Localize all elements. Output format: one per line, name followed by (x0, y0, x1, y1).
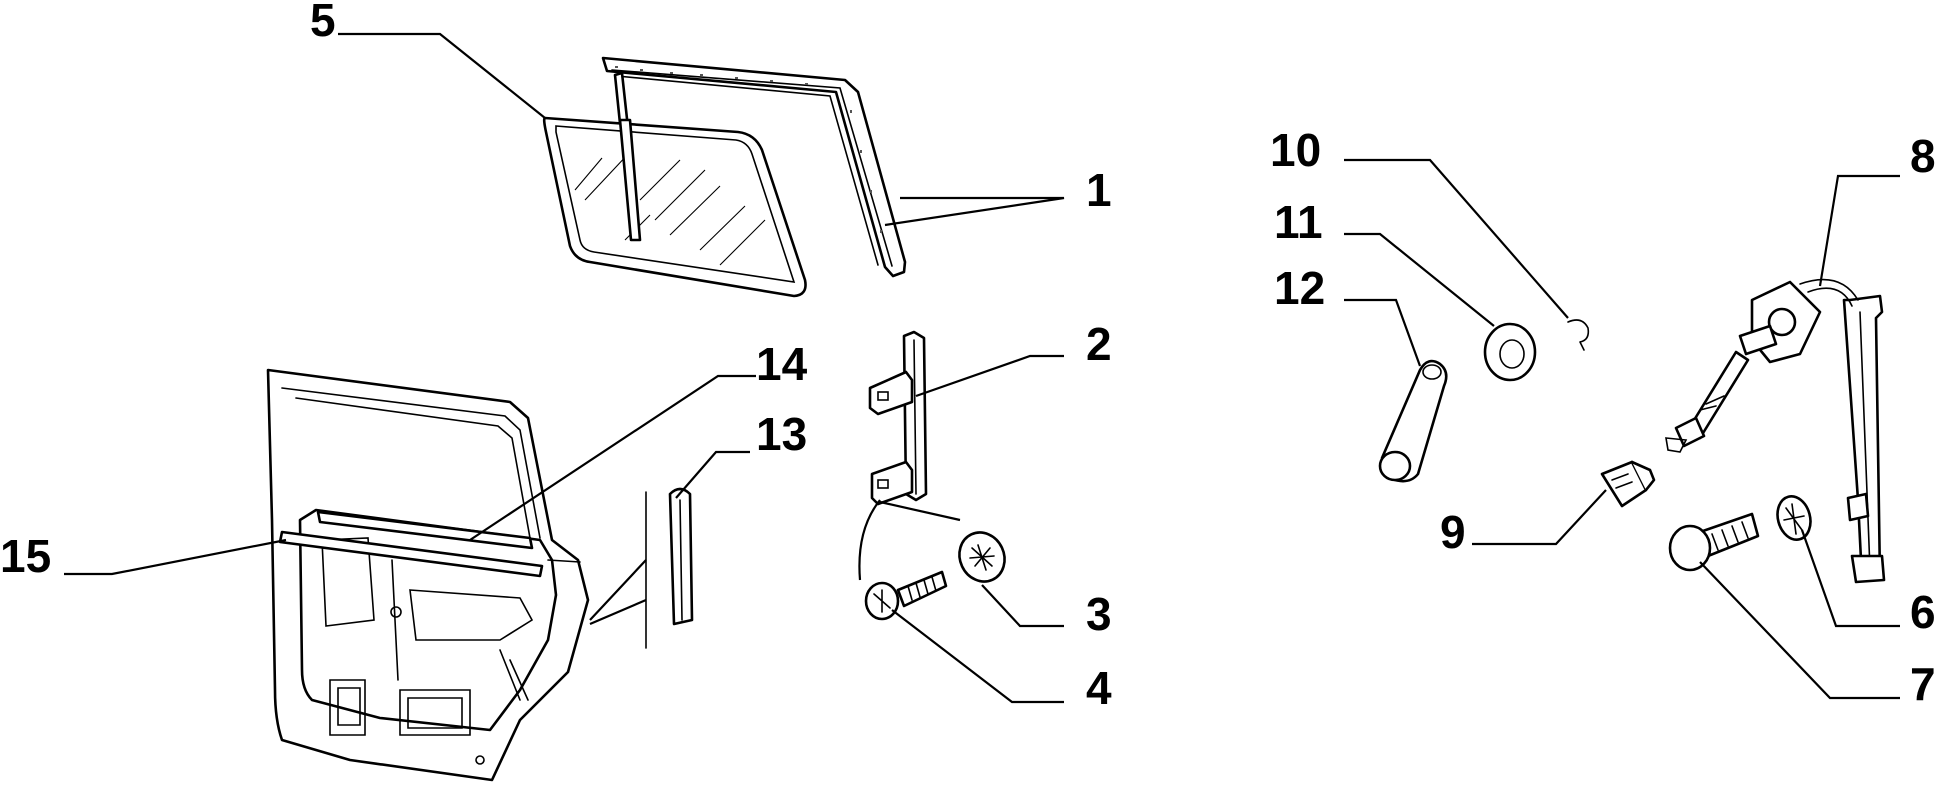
regulator-bolt-part (1668, 512, 1760, 572)
leader-lines (64, 32, 1900, 704)
screw-part (864, 570, 948, 621)
leader-11 (1344, 232, 1495, 327)
leader-12 (1344, 298, 1422, 367)
leader-2b (858, 499, 881, 581)
belt-moulding-part (316, 510, 534, 550)
callout-11: 11 (1274, 196, 1323, 248)
handle-escutcheon-part (1483, 322, 1537, 382)
clip-part (1600, 460, 1656, 508)
leader-8 (1818, 174, 1900, 287)
callout-10: 10 (1270, 124, 1321, 176)
leader-5 (338, 32, 546, 119)
callout-1: 1 (1086, 164, 1112, 216)
leader-6 (1800, 529, 1900, 628)
window-regulator-part (1665, 278, 1886, 584)
callout-14: 14 (756, 338, 808, 390)
glass-channel-part (868, 330, 928, 506)
leader-9 (1472, 489, 1607, 546)
callout-3: 3 (1086, 588, 1112, 640)
callout-12: 12 (1274, 262, 1325, 314)
door-shell-part (266, 368, 590, 782)
callout-8: 8 (1910, 130, 1936, 182)
leader-3 (981, 584, 1064, 628)
leader-10 (1344, 158, 1569, 319)
callout-labels: 1 2 3 4 5 6 7 8 9 10 11 12 13 14 15 (0, 0, 1936, 714)
leader-2c (879, 500, 961, 522)
leader-4 (891, 609, 1064, 704)
regulator-washer-part (1776, 495, 1812, 541)
winder-handle-part (1378, 359, 1448, 483)
callout-4: 4 (1086, 662, 1112, 714)
callout-13: 13 (756, 408, 807, 460)
leader-15 (64, 538, 287, 576)
callout-7: 7 (1910, 658, 1936, 710)
leader-13 (675, 450, 750, 499)
leader-13b (589, 559, 647, 626)
callout-5: 5 (310, 0, 336, 46)
door-inner-belt-part (278, 530, 581, 578)
callout-6: 6 (1910, 586, 1936, 638)
callout-9: 9 (1440, 506, 1466, 558)
door-glass-part (542, 116, 807, 298)
leader-7 (1699, 561, 1900, 700)
washer-part (958, 531, 1006, 583)
retaining-clip-part (1567, 319, 1590, 351)
door-weatherstrip-part (645, 487, 694, 649)
leader-14 (469, 374, 756, 541)
callout-2: 2 (1086, 318, 1112, 370)
leader-1 (884, 196, 1065, 227)
callout-15: 15 (0, 530, 51, 582)
leader-2 (915, 354, 1064, 398)
